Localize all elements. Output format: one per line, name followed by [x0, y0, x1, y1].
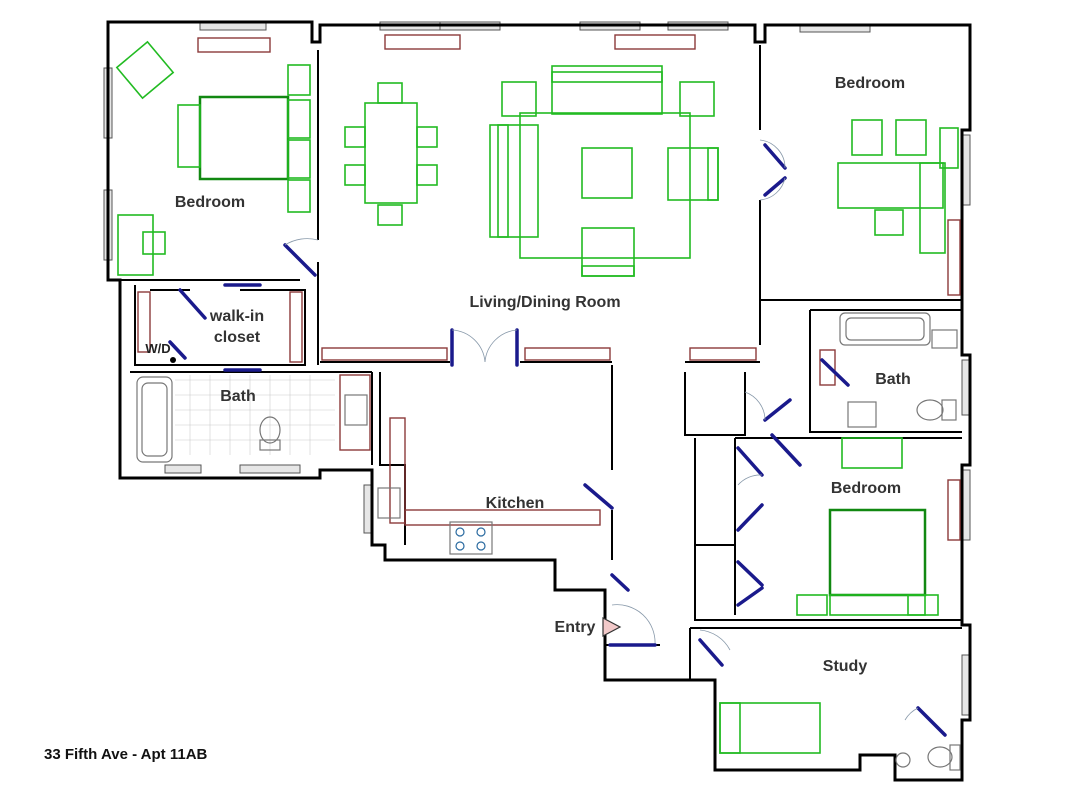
label-bedroom-nw: Bedroom	[175, 194, 245, 211]
walls	[106, 20, 972, 782]
bath-fixtures	[136, 312, 961, 771]
label-wd: W/D	[145, 341, 170, 356]
furniture	[115, 40, 959, 754]
room-labels: Bedroom Living/Dining Room Bedroom walk-…	[44, 75, 911, 763]
label-study: Study	[823, 658, 868, 675]
label-bedroom-ne: Bedroom	[835, 75, 905, 92]
label-bath-w: Bath	[220, 388, 256, 405]
label-kitchen: Kitchen	[486, 495, 545, 512]
label-walkin-line2: closet	[214, 329, 261, 346]
label-living-dining: Living/Dining Room	[469, 294, 620, 311]
label-entry: Entry	[555, 619, 596, 636]
doors	[168, 139, 947, 737]
cabinets	[137, 34, 961, 541]
label-bedroom-e: Bedroom	[831, 480, 901, 497]
label-walkin-line1: walk-in	[209, 308, 264, 325]
label-bath-e: Bath	[875, 371, 911, 388]
plan-caption: 33 Fifth Ave - Apt 11AB	[44, 746, 208, 763]
